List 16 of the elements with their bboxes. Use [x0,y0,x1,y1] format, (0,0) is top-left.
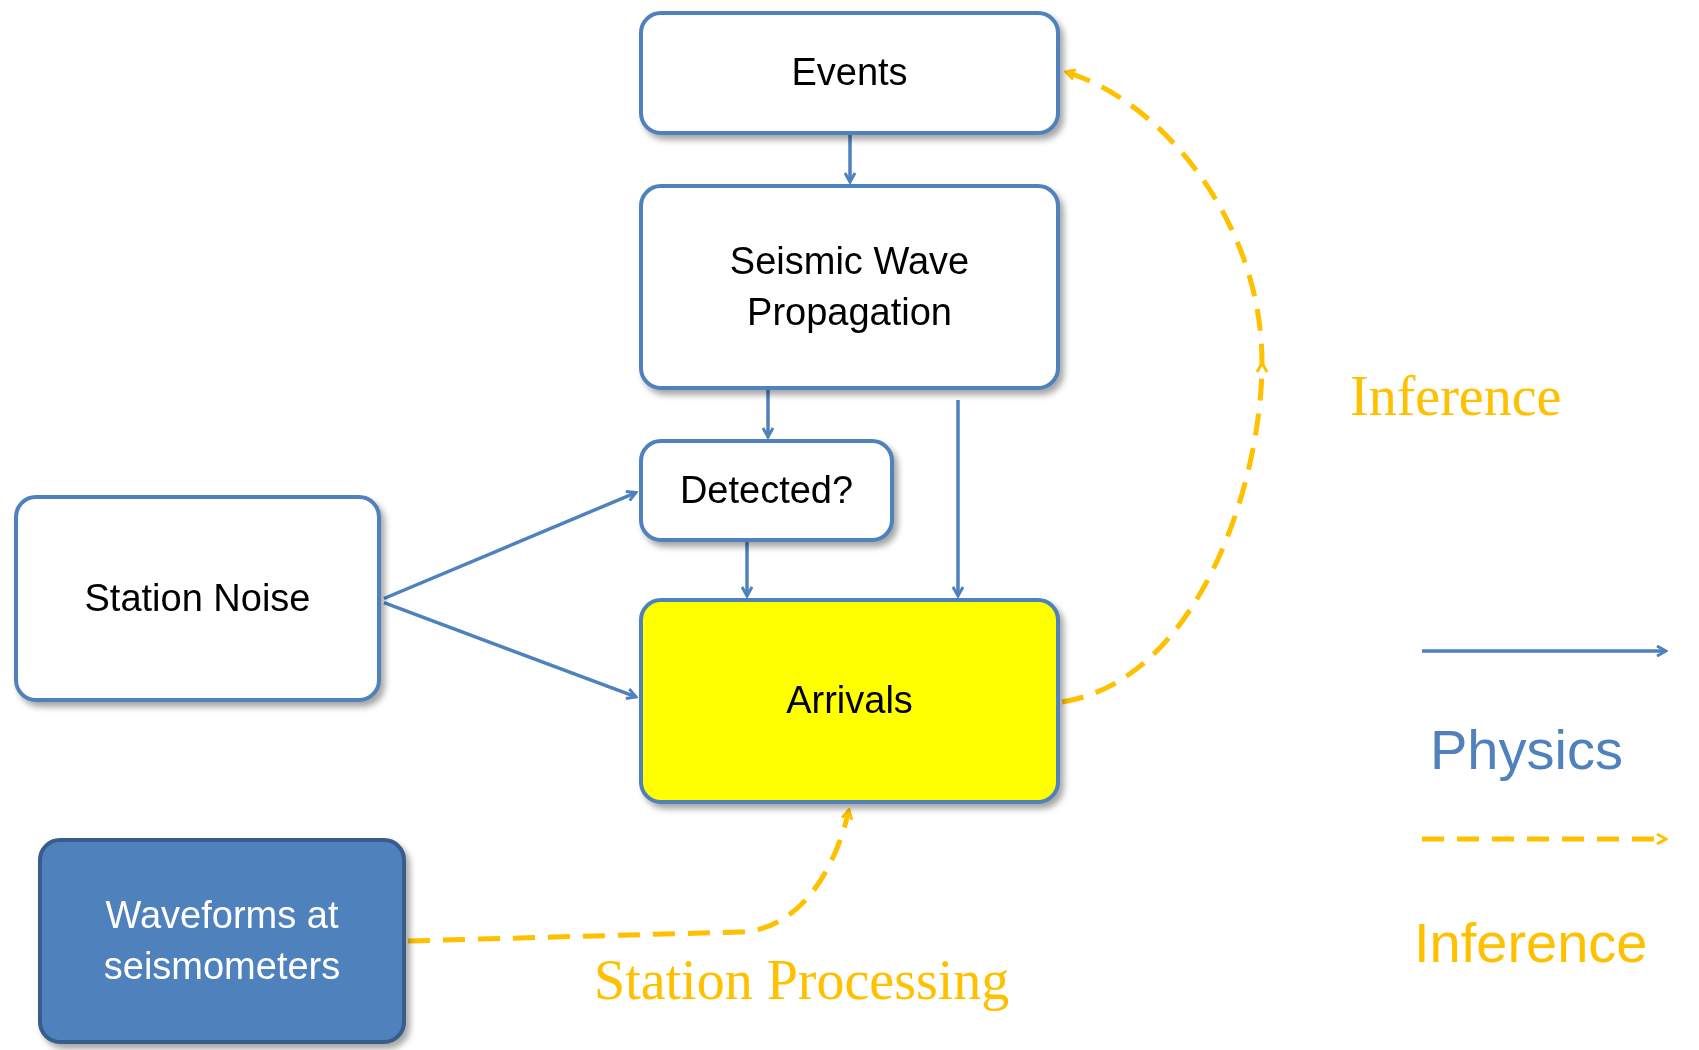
arrow [383,489,638,601]
process-box: Arrivals [639,598,1060,804]
arrow [407,808,854,944]
arrow [1061,68,1268,705]
legend-label: Inference [1414,915,1648,971]
process-box: Waveforms at seismometers [38,838,406,1044]
process-box: Detected? [639,439,894,542]
arrow [740,542,754,598]
arrow [843,135,857,184]
process-box: Station Noise [14,495,381,702]
process-box: Events [639,11,1060,135]
arrow [951,400,965,598]
arrow [383,601,638,700]
arrow [761,390,775,439]
edge-label: Inference [1350,368,1562,424]
process-box: Seismic Wave Propagation [639,184,1060,390]
